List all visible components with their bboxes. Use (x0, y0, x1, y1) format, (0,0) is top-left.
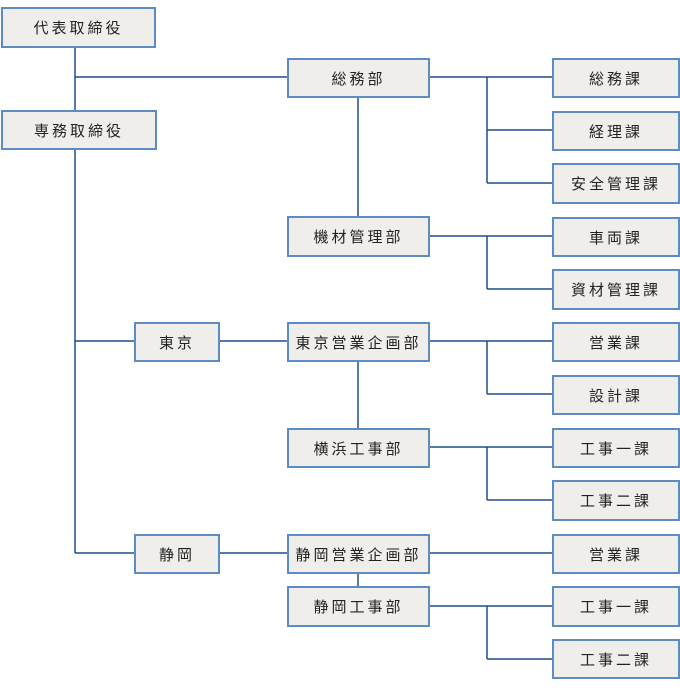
section-safety: 安全管理課 (552, 163, 680, 204)
section-yokohama-construction-1: 工事一課 (552, 428, 680, 468)
section-shizuoka-sales: 営業課 (552, 534, 680, 574)
node-shizuoka: 静岡 (134, 534, 220, 574)
node-senior-md: 専務取締役 (1, 110, 157, 150)
section-shizuoka-construction-2: 工事二課 (552, 639, 680, 679)
node-equipment-dept: 機材管理部 (287, 216, 430, 257)
section-materials: 資材管理課 (552, 269, 680, 310)
section-vehicles: 車両課 (552, 217, 680, 257)
node-tokyo-sales-dept: 東京営業企画部 (287, 322, 430, 362)
node-ceo: 代表取締役 (1, 7, 156, 48)
node-yokohama-construction-dept: 横浜工事部 (287, 428, 430, 468)
node-shizuoka-sales-dept: 静岡営業企画部 (287, 534, 430, 574)
section-design: 設計課 (552, 375, 680, 415)
section-tokyo-sales: 営業課 (552, 322, 680, 362)
section-general-affairs: 総務課 (552, 58, 680, 98)
node-tokyo: 東京 (134, 322, 220, 362)
section-shizuoka-construction-1: 工事一課 (552, 586, 680, 627)
node-shizuoka-construction-dept: 静岡工事部 (287, 586, 430, 627)
section-yokohama-construction-2: 工事二課 (552, 480, 680, 521)
section-accounting: 経理課 (552, 111, 680, 151)
node-general-affairs-dept: 総務部 (287, 58, 430, 98)
